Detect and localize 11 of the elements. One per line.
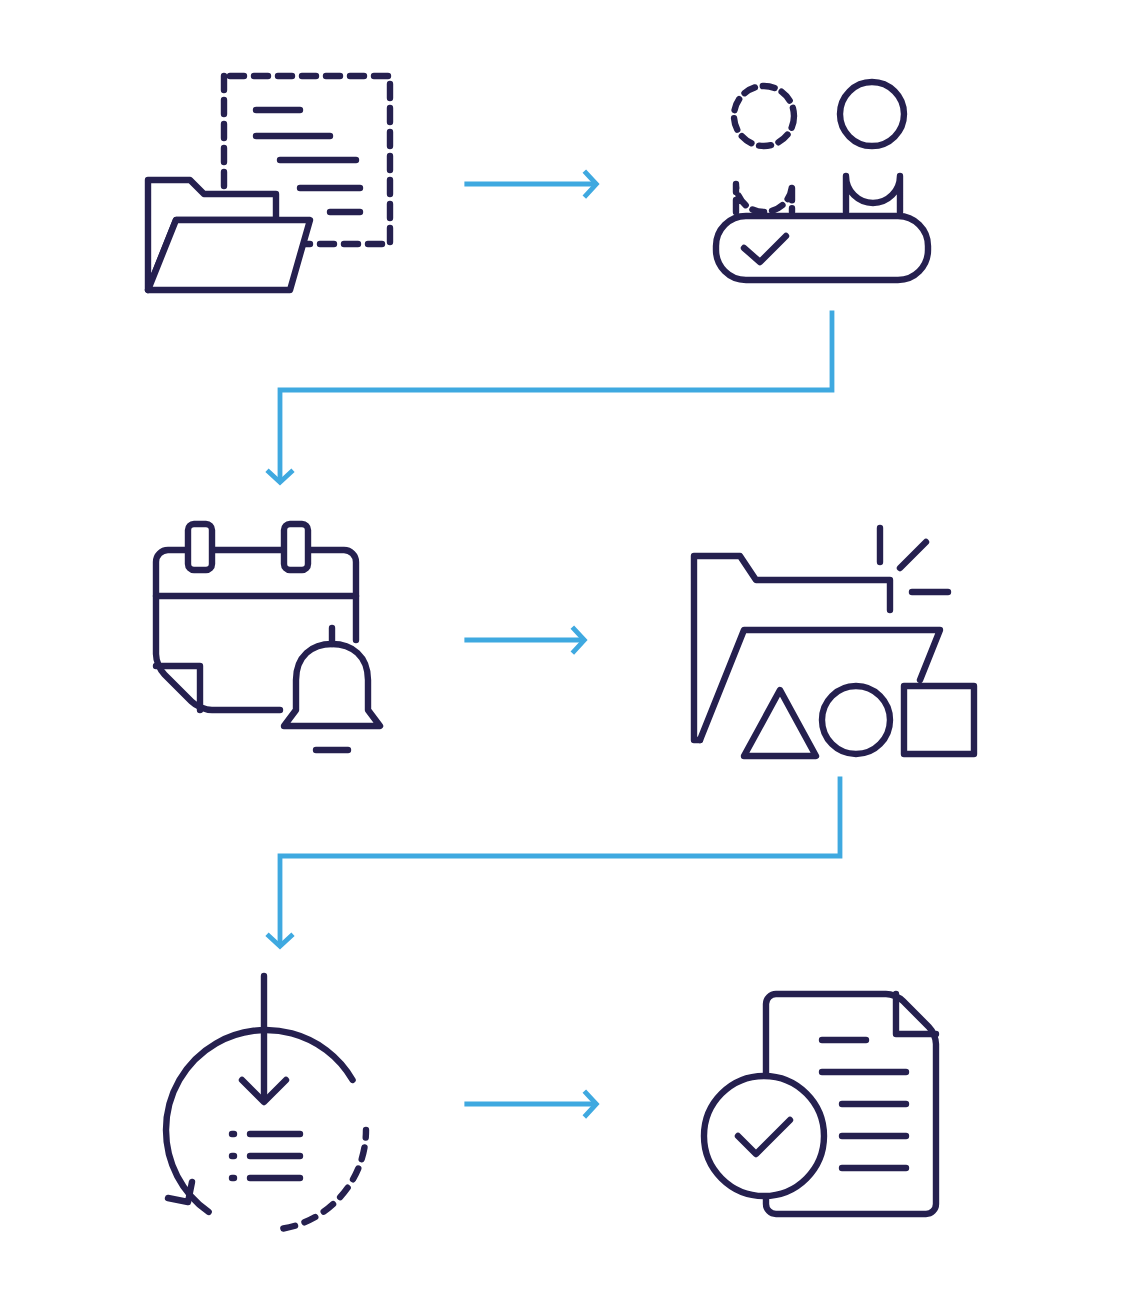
arrow — [464, 1089, 600, 1119]
arrow — [265, 310, 835, 486]
icon-drawing — [700, 990, 940, 1218]
icon-drawing — [162, 972, 370, 1232]
icon-drawing — [690, 524, 978, 760]
arrow — [464, 169, 600, 199]
arrow — [464, 625, 588, 655]
arrow — [265, 776, 843, 950]
icon-drawing — [152, 520, 384, 754]
icon-drawing — [144, 72, 394, 294]
icon-drawing — [712, 78, 932, 284]
